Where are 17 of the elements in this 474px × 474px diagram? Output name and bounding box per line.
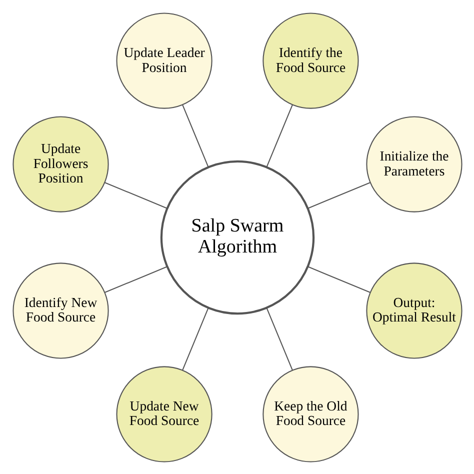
node-circle: Update Leader Position — [116, 12, 212, 108]
connector — [307, 266, 370, 292]
node-circle: Initialize the Parameters — [366, 116, 462, 212]
node-circle: Identify the Food Source — [262, 12, 358, 108]
node-circle: Identify New Food Source — [12, 262, 108, 358]
node-circle: Output: Optimal Result — [366, 262, 462, 358]
node-circle: Salp Swarm Algorithm — [160, 160, 314, 314]
node-circle: Update New Food Source — [116, 366, 212, 462]
node-circle: Update Followers Position — [12, 116, 108, 212]
connector — [104, 266, 167, 292]
connector — [182, 307, 208, 370]
connector — [104, 182, 167, 208]
connector — [266, 307, 292, 370]
connector — [182, 104, 208, 167]
node-circle: Keep the Old Food Source — [262, 366, 358, 462]
connector — [307, 182, 370, 208]
connector — [266, 104, 292, 167]
